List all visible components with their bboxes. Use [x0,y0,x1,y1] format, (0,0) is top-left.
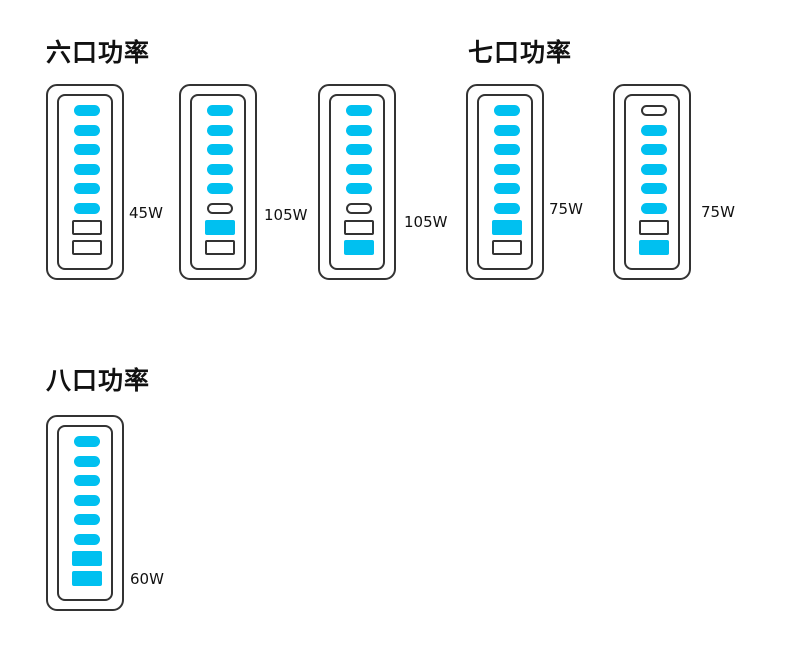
charger-6 [46,415,124,611]
usb-c-port-active [346,105,372,116]
charger-face [477,94,533,270]
usb-c-port-active [494,164,520,175]
usb-a-port-active [639,240,669,255]
wattage-label: 45W [129,204,163,222]
charger-face [190,94,246,270]
usb-c-port-active [207,125,233,136]
usb-c-port-active [346,164,372,175]
usb-a-port-inactive [344,220,374,235]
usb-c-port-active [346,144,372,155]
usb-c-port-active [74,534,100,545]
charger-4 [466,84,544,280]
usb-c-port-active [207,105,233,116]
usb-a-port-inactive [492,240,522,255]
wattage-label: 75W [549,200,583,218]
usb-c-port-active [346,183,372,194]
usb-c-port-active [74,125,100,136]
usb-c-port-active [494,203,520,214]
usb-c-port-active [74,183,100,194]
usb-c-port-active [207,144,233,155]
usb-c-port-active [74,436,100,447]
usb-a-port-inactive [72,240,102,255]
usb-c-port-active [641,203,667,214]
charger-face [329,94,385,270]
usb-c-port-active [641,144,667,155]
wattage-label: 60W [130,570,164,588]
charger-3 [318,84,396,280]
charger-face [624,94,680,270]
usb-a-port-active [344,240,374,255]
usb-c-port-active [207,164,233,175]
wattage-label: 75W [701,203,735,221]
usb-a-port-active [492,220,522,235]
usb-c-port-active [494,105,520,116]
six-port-heading: 六口功率 [46,38,151,67]
usb-c-port-active [494,125,520,136]
usb-c-port-inactive [641,105,667,116]
wattage-label: 105W [264,206,308,224]
usb-a-port-active [72,571,102,586]
usb-c-port-active [74,475,100,486]
charger-2 [179,84,257,280]
usb-a-port-inactive [639,220,669,235]
eight-port-heading: 八口功率 [46,366,151,395]
usb-c-port-active [74,105,100,116]
usb-a-port-active [72,551,102,566]
usb-c-port-inactive [207,203,233,214]
usb-c-port-active [641,183,667,194]
charger-face [57,425,113,601]
usb-c-port-active [494,144,520,155]
charger-5 [613,84,691,280]
wattage-label: 105W [404,213,448,231]
usb-a-port-inactive [72,220,102,235]
charger-1 [46,84,124,280]
usb-c-port-active [74,164,100,175]
usb-c-port-active [74,495,100,506]
usb-c-port-active [494,183,520,194]
usb-c-port-active [74,514,100,525]
usb-c-port-active [346,125,372,136]
seven-port-heading: 七口功率 [468,38,573,67]
usb-c-port-active [207,183,233,194]
usb-c-port-inactive [346,203,372,214]
usb-c-port-active [74,456,100,467]
usb-c-port-active [74,203,100,214]
usb-a-port-active [205,220,235,235]
usb-c-port-active [641,164,667,175]
usb-c-port-active [641,125,667,136]
usb-a-port-inactive [205,240,235,255]
usb-c-port-active [74,144,100,155]
charger-face [57,94,113,270]
